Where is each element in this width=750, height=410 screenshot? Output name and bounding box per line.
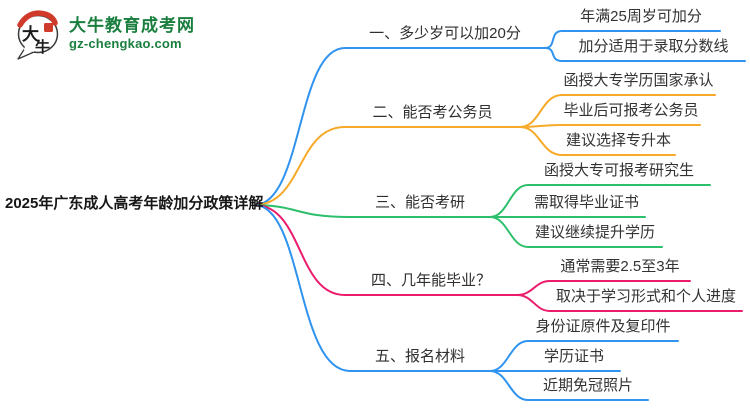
child-5-2: 学历证书 — [543, 348, 604, 365]
child-2-3: 建议选择专升本 — [565, 132, 671, 149]
branch-2-wires — [255, 94, 716, 206]
site-logo[interactable]: 大 牛 大牛教育成考网 gz-chengkao.com — [14, 8, 195, 60]
child-1-1: 年满25周岁可加分 — [580, 8, 702, 25]
child-3-2: 需取得毕业证书 — [533, 194, 639, 211]
branch-5-label: 五、报名材料 — [374, 348, 465, 365]
branch-4-label: 四、几年能毕业？ — [370, 272, 491, 289]
root-topic: 2025年广东成人高考年龄加分政策详解 — [5, 195, 264, 212]
daniu-speech-bubble-icon: 大 牛 — [17, 10, 59, 60]
child-1-2: 加分适用于录取分数线 — [578, 38, 729, 55]
branch-1-label: 一、多少岁可以加20分 — [369, 25, 521, 42]
branch-1-wires — [255, 30, 746, 206]
child-5-3: 近期免冠照片 — [542, 377, 633, 394]
child-2-2: 毕业后可报考公务员 — [563, 102, 699, 119]
child-3-3: 建议继续提升学历 — [534, 224, 655, 241]
child-5-1: 身份证原件及复印件 — [535, 318, 671, 335]
branch-3-wires — [255, 184, 711, 248]
branch-5-wires — [255, 204, 679, 401]
child-4-2: 取决于学习形式和个人进度 — [555, 288, 736, 305]
branch-4-wires — [255, 204, 743, 312]
logo-seal — [44, 23, 53, 32]
site-name: 大牛教育成考网 — [69, 16, 195, 35]
logo-char-niu: 牛 — [35, 38, 50, 56]
child-4-1: 通常需要2.5至3年 — [560, 258, 680, 275]
site-url[interactable]: gz-chengkao.com — [69, 36, 182, 51]
branch-2-label: 二、能否考公务员 — [372, 104, 493, 121]
child-3-1: 函授大专可报考研究生 — [543, 162, 694, 179]
logo-red-arc — [17, 10, 58, 28]
branch-3-label: 三、能否考研 — [374, 194, 465, 211]
logo-char-da: 大 — [22, 24, 39, 44]
child-2-1: 函授大专学历国家承认 — [563, 72, 714, 89]
